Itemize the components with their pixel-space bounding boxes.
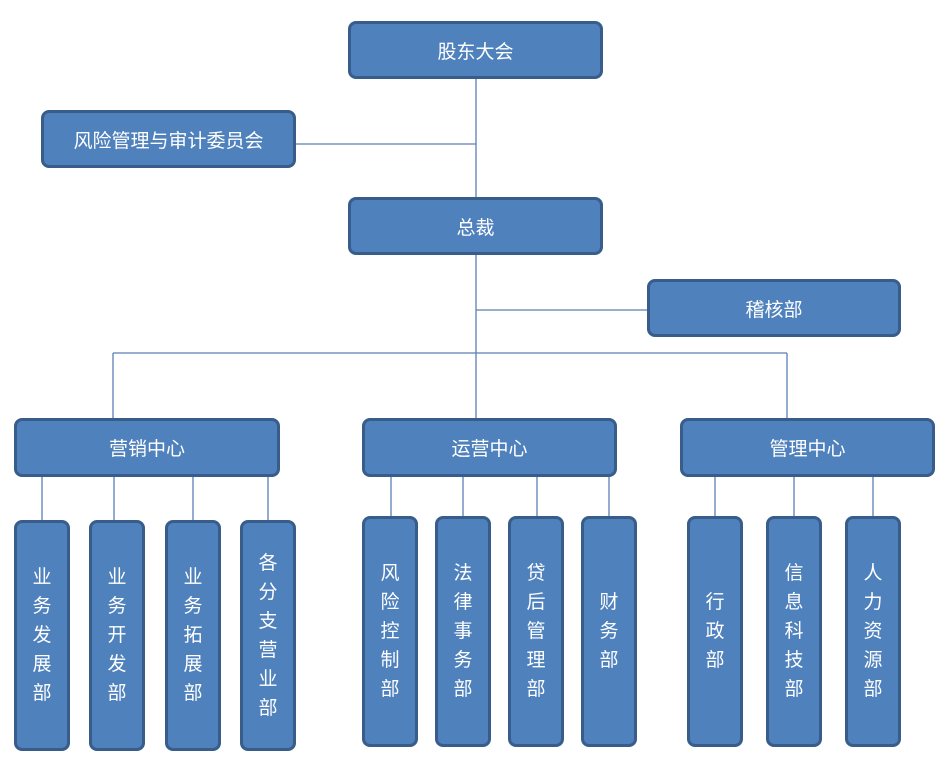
- node-it-dept: 信息科技部: [766, 516, 822, 747]
- node-shareholders-meeting: 股东大会: [348, 21, 603, 79]
- node-risk-control-dept: 风险控制部: [362, 516, 418, 747]
- node-label: 人力资源部: [863, 562, 883, 700]
- node-audit-committee: 风险管理与审计委员会: [41, 110, 296, 168]
- node-business-exploitation-dept: 业务开发部: [89, 520, 145, 751]
- node-post-loan-dept: 贷后管理部: [508, 516, 564, 747]
- node-label: 业务发展部: [32, 566, 52, 704]
- node-hr-dept: 人力资源部: [845, 516, 901, 747]
- node-administration-dept: 行政部: [687, 516, 743, 747]
- node-branch-offices-dept: 各分支营业部: [240, 520, 296, 751]
- node-label: 股东大会: [437, 40, 514, 63]
- node-business-development-dept: 业务发展部: [14, 520, 70, 751]
- node-legal-affairs-dept: 法律事务部: [435, 516, 491, 747]
- node-label: 运营中心: [451, 438, 528, 460]
- node-finance-dept: 财务部: [581, 516, 637, 747]
- node-label: 风险管理与审计委员会: [73, 129, 264, 152]
- node-label: 营销中心: [108, 438, 185, 460]
- node-management-center: 管理中心: [680, 418, 935, 477]
- node-label: 总裁: [456, 216, 495, 239]
- node-label: 各分支营业部: [258, 551, 278, 719]
- node-label: 风险控制部: [380, 562, 400, 700]
- node-label: 管理中心: [769, 438, 846, 460]
- node-marketing-center: 营销中心: [14, 418, 280, 477]
- node-business-expansion-dept: 业务拓展部: [165, 520, 221, 751]
- node-president: 总裁: [348, 197, 603, 255]
- node-label: 法律事务部: [453, 562, 473, 700]
- node-label: 业务拓展部: [183, 566, 203, 704]
- node-label: 行政部: [705, 591, 725, 671]
- node-operations-center: 运营中心: [362, 418, 617, 477]
- node-label: 信息科技部: [784, 562, 804, 700]
- node-label: 贷后管理部: [526, 562, 546, 700]
- node-audit-department: 稽核部: [647, 279, 901, 337]
- node-label: 财务部: [599, 591, 619, 671]
- node-label: 稽核部: [745, 298, 803, 321]
- node-label: 业务开发部: [107, 566, 127, 704]
